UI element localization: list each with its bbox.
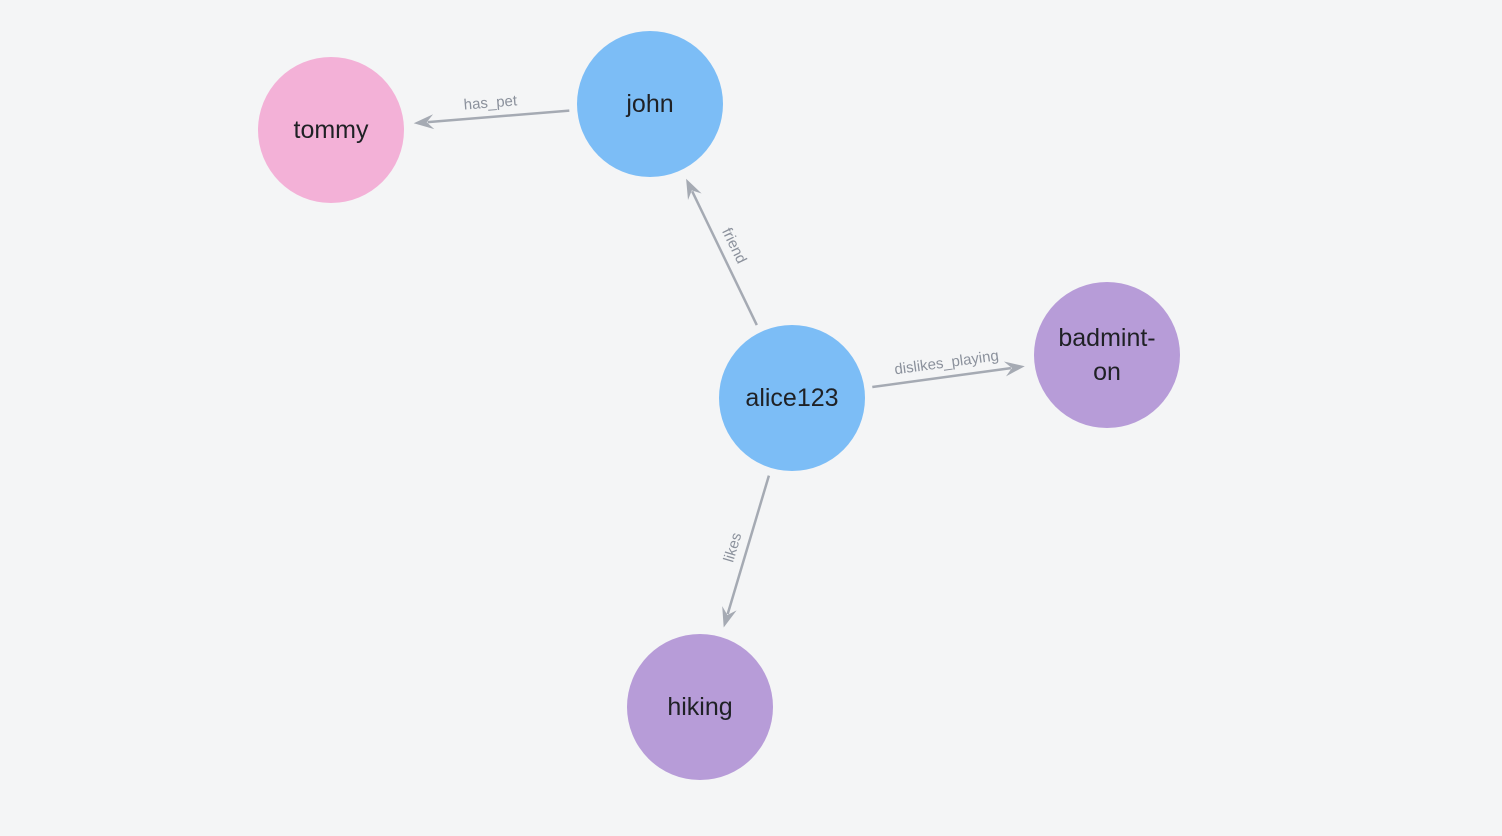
edge-likes-line[interactable] — [726, 475, 771, 615]
node-tommy-circle[interactable] — [258, 57, 404, 203]
node-john-circle[interactable] — [577, 31, 723, 177]
edge-label-likes: likes — [720, 531, 745, 565]
edge-dislikes-playing: dislikes_playing — [872, 347, 1025, 389]
edge-has-pet-line[interactable] — [427, 109, 570, 124]
edge-friend: friend — [686, 178, 758, 326]
node-tommy[interactable]: tommy — [258, 57, 404, 203]
edge-likes: likes — [720, 475, 771, 628]
node-hiking[interactable]: hiking — [627, 634, 773, 780]
arrowhead-icon — [1003, 361, 1025, 377]
edge-label-dislikes-playing: dislikes_playing — [893, 347, 999, 378]
node-hiking-circle[interactable] — [627, 634, 773, 780]
arrowhead-icon — [722, 606, 737, 628]
node-alice123-circle[interactable] — [719, 325, 865, 471]
node-john[interactable]: john — [577, 31, 723, 177]
edge-has-pet: has_pet — [413, 92, 570, 130]
arrowhead-icon — [413, 114, 435, 130]
edge-label-friend: friend — [718, 225, 750, 266]
edge-dislikes-playing-line[interactable] — [872, 366, 1012, 389]
node-badminton-circle[interactable] — [1034, 282, 1180, 428]
edge-friend-line[interactable] — [691, 190, 758, 326]
node-badminton[interactable]: badmint-on — [1034, 282, 1180, 428]
arrowhead-icon — [686, 178, 702, 200]
edge-label-has-pet: has_pet — [463, 92, 518, 113]
node-alice123[interactable]: alice123 — [719, 325, 865, 471]
